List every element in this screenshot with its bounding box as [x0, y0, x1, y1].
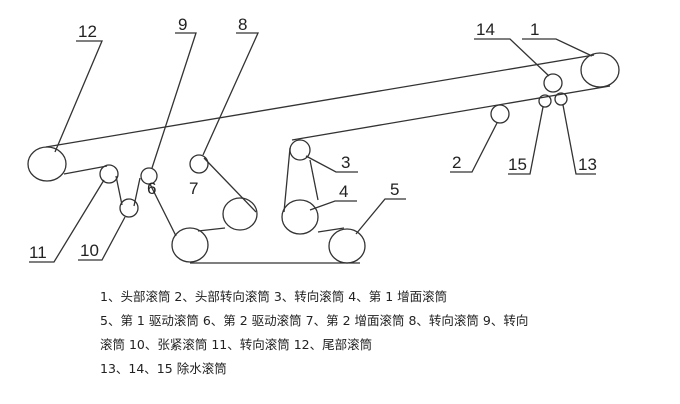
- label-2: 2: [452, 153, 461, 172]
- pulley-15: [538, 94, 552, 108]
- pulley-10: [119, 198, 139, 218]
- leader-1: [522, 38, 593, 57]
- label-9: 9: [178, 15, 187, 34]
- leader-10: [78, 216, 126, 261]
- belt-3-down: [283, 147, 291, 213]
- label-8: 8: [238, 15, 247, 34]
- leader-9: [151, 32, 197, 169]
- leader-5: [355, 198, 406, 235]
- pulley-7: [222, 197, 258, 231]
- label-5: 5: [390, 180, 399, 199]
- leader-4: [309, 200, 357, 211]
- belt-4-to-5: [317, 227, 345, 233]
- leader-13: [562, 104, 596, 175]
- label-14: 14: [476, 20, 495, 39]
- leader-15: [508, 106, 544, 175]
- belt-lower-run-right: [291, 85, 611, 141]
- belt-tail-to-pulley-11: [63, 165, 108, 175]
- belt-11-to-10: [115, 175, 123, 206]
- belt-3-to-4: [309, 159, 319, 201]
- belt-9-to-6: [149, 183, 177, 237]
- label-12: 12: [78, 22, 97, 41]
- leader-12: [54, 40, 103, 153]
- pulley-13: [554, 92, 568, 106]
- pulley-11: [99, 164, 119, 184]
- label-1: 1: [530, 20, 539, 39]
- label-15: 15: [508, 155, 527, 174]
- legend-line-3: 滚筒 10、张紧滚筒 11、转向滚筒 12、尾部滚筒: [100, 337, 373, 352]
- leader-2: [450, 122, 498, 173]
- legend-line-1: 1、头部滚筒 2、头部转向滚筒 3、转向滚筒 4、第 1 增面滚筒: [100, 289, 448, 304]
- pulley-5: [328, 228, 366, 264]
- belt-8-to-7: [203, 157, 257, 213]
- label-10: 10: [80, 241, 99, 260]
- label-4: 4: [339, 182, 348, 201]
- pulley-4: [281, 199, 319, 235]
- leader-3: [305, 155, 358, 173]
- belt-7-to-6: [197, 227, 226, 232]
- legend-line-2: 5、第 1 驱动滚筒 6、第 2 驱动滚筒 7、第 2 增面滚筒 8、转向滚筒 …: [100, 313, 529, 328]
- pulley-2: [490, 104, 510, 124]
- pulley-9: [140, 167, 158, 185]
- leader-14: [474, 38, 550, 77]
- label-11: 11: [29, 243, 47, 262]
- legend: 1、头部滚筒 2、头部转向滚筒 3、转向滚筒 4、第 1 增面滚筒 5、第 1 …: [100, 285, 660, 381]
- label-13: 13: [578, 155, 597, 174]
- belt-upper-run: [45, 54, 595, 148]
- label-6: 6: [147, 179, 156, 198]
- leader-8: [202, 32, 260, 156]
- leader-11: [29, 179, 105, 263]
- legend-line-4: 13、14、15 除水滚筒: [100, 361, 227, 376]
- pulley-8: [189, 154, 209, 174]
- label-7: 7: [189, 179, 198, 198]
- pulley-6: [171, 227, 209, 263]
- pulley-3: [289, 139, 311, 161]
- pulley-12-tail: [27, 146, 67, 182]
- label-3: 3: [341, 153, 350, 172]
- pulley-1-head: [580, 52, 620, 88]
- pulley-14: [543, 73, 563, 93]
